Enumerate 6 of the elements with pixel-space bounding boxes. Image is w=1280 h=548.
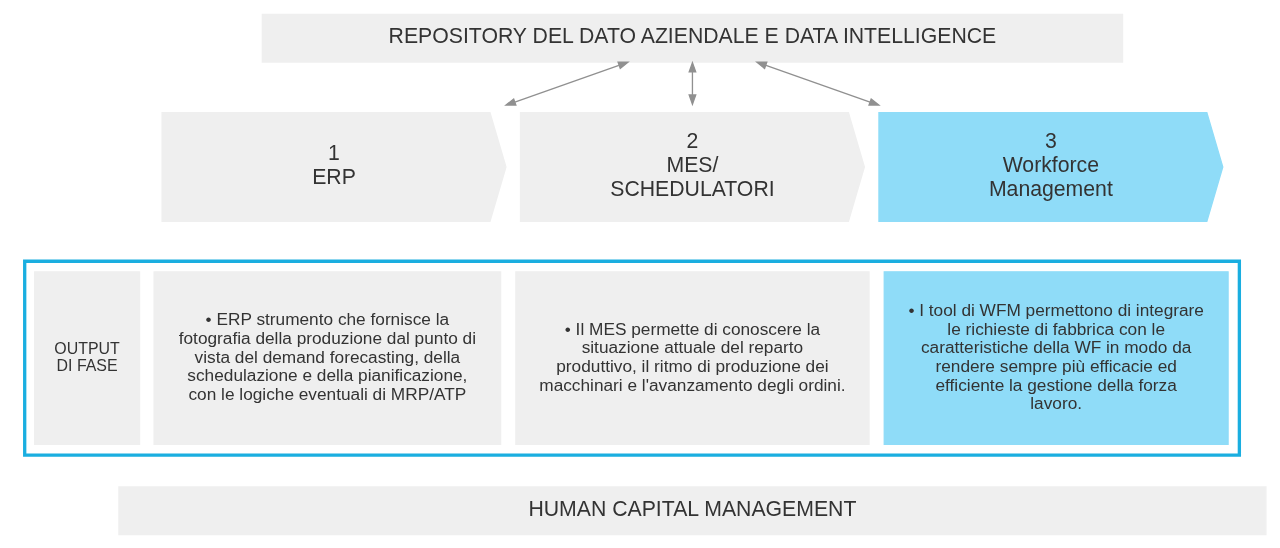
arrow <box>755 61 881 106</box>
cluster <box>23 259 1242 457</box>
node-box: REPOSITORY DEL DATO AZIENDALE E DATA INTELLIGENCE <box>261 13 1124 63</box>
arrow <box>688 60 697 106</box>
node-box: • I tool di WFM permettono di integrare le richieste di fabbrica con le caratteristiche della WF in modo da rendere sempre più efficacie ed efficiente la gestione della forza lavoro. <box>883 270 1229 445</box>
arrow <box>504 61 630 106</box>
